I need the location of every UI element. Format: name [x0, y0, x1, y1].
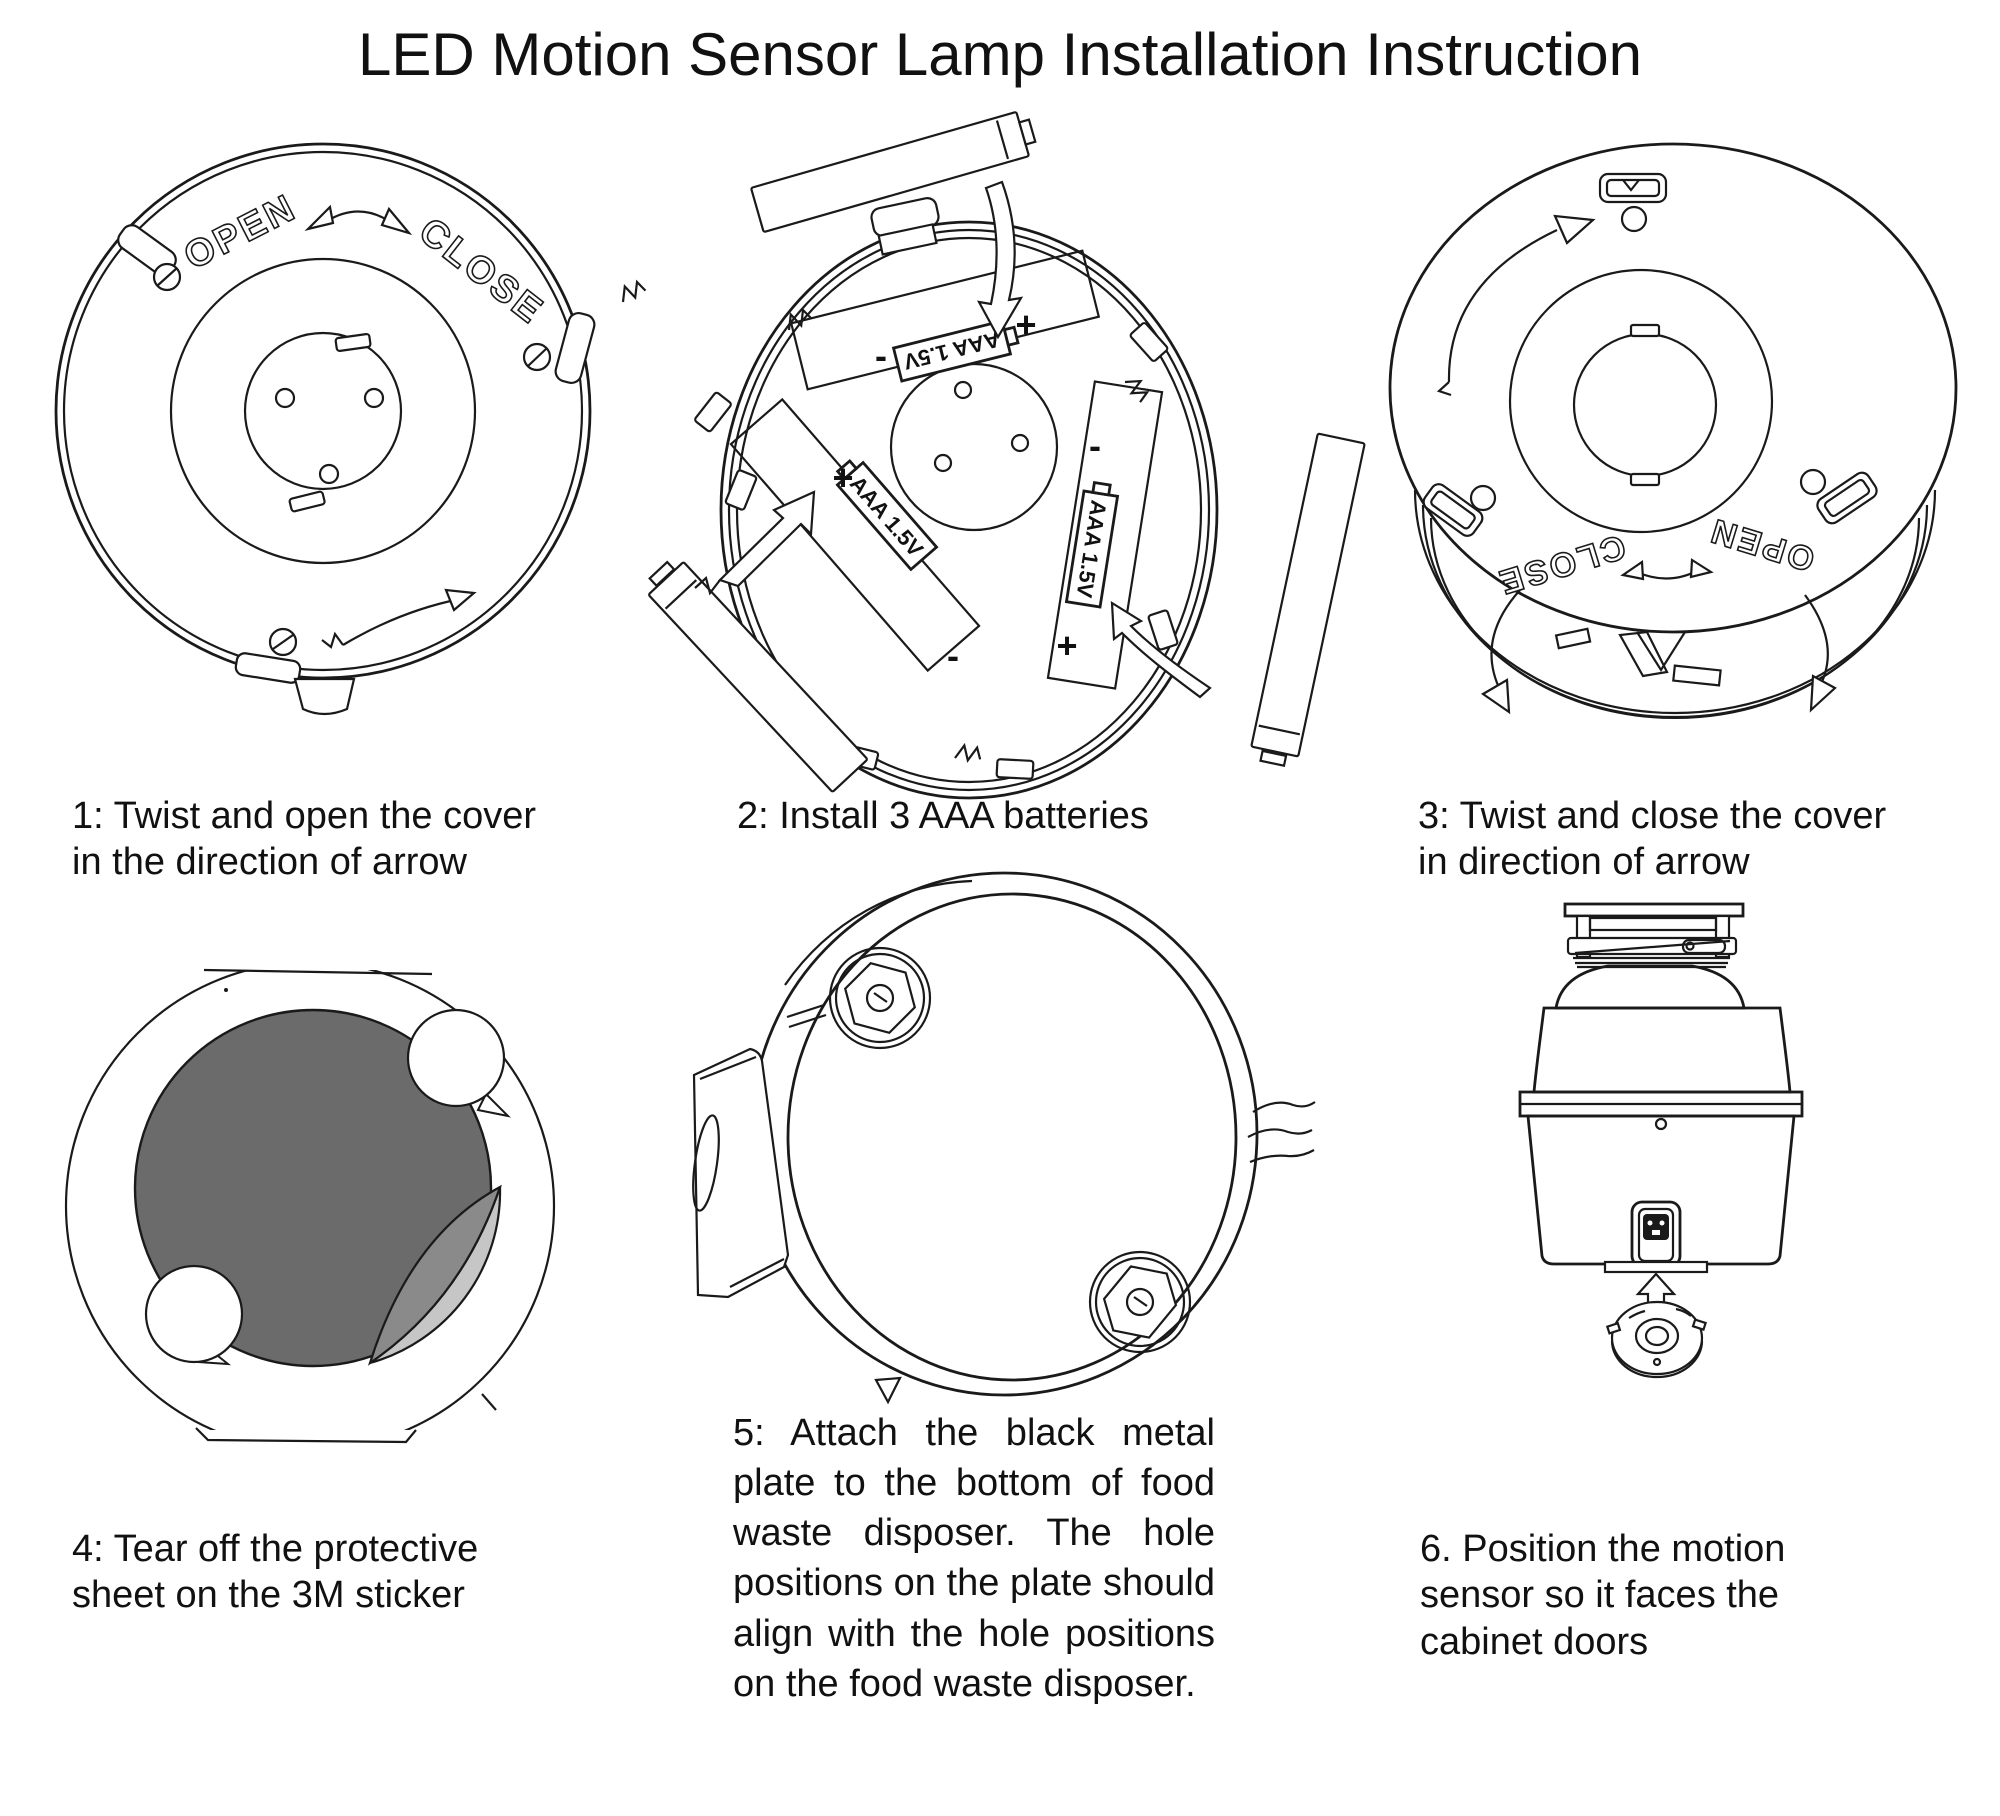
svg-text:OPEN: OPEN: [1704, 511, 1819, 579]
twist-arrow-bottom-right-icon: [1804, 594, 1837, 713]
figure-step2-install-batteries: AAA 1.5V + - AAA 1.5V + - AAA 1.5V - +: [621, 111, 1366, 800]
insert-arrow-right: [1110, 600, 1212, 699]
figure-step3-close-cover: CLOSE OPEN: [1388, 142, 1958, 720]
caption-step1: 1: Twist and open the cover in the direc…: [72, 795, 537, 884]
svg-text:+: +: [1056, 625, 1077, 666]
svg-text:+: +: [1015, 304, 1036, 345]
open-close-arrow-icon: [304, 204, 413, 236]
open-label: OPEN: [1704, 510, 1820, 580]
figure-step1-open-cover: OPEN CLOSE: [54, 142, 596, 716]
caption-step6: 6. Position the motion sensor so it face…: [1420, 1528, 1786, 1663]
caption-step2: 2: Install 3 AAA batteries: [737, 795, 1149, 837]
cover-back-view: [1388, 142, 1958, 720]
page-title: LED Motion Sensor Lamp Installation Inst…: [358, 21, 1642, 88]
figure-step4-sticker: [64, 950, 556, 1464]
loose-battery-top: [750, 111, 1037, 233]
sink-flange: [1563, 902, 1745, 969]
svg-text:-: -: [947, 635, 959, 676]
caption-step5: 5: Attach the black metal plate to the b…: [733, 1412, 1215, 1705]
insert-arrow-left: [694, 490, 816, 596]
power-socket: [1603, 1200, 1709, 1274]
open-close-arrow-icon: [1620, 558, 1714, 581]
caption-step4: 4: Tear off the protective sheet on the …: [72, 1528, 479, 1617]
twist-arrow-top-icon: [1436, 214, 1596, 397]
motion-sensor-lamp: [1605, 1300, 1708, 1379]
bottom-rim-tabs: [1554, 627, 1722, 687]
caption-step3: 3: Twist and close the cover in directio…: [1418, 795, 1887, 884]
figure-step5-metal-plate: [692, 871, 1316, 1405]
battery-slot-a: AAA 1.5V + -: [789, 249, 1101, 391]
mounting-bracket: [692, 1047, 790, 1299]
sticker-cutout-bottom: [144, 1264, 244, 1366]
lamp-back-outline: [64, 950, 556, 1464]
slot-bottom-left: [1422, 483, 1497, 537]
sticker-cutout-top: [406, 1008, 512, 1118]
rim-tab-top-left: [117, 224, 182, 292]
spring-contacts: [621, 279, 1179, 780]
rim-tab-right: [522, 311, 596, 385]
battery-compartment-ring: [719, 197, 1219, 800]
twist-arrow-icon: [321, 588, 477, 649]
svg-text:-: -: [1089, 425, 1101, 466]
svg-text:CLOSE: CLOSE: [1492, 527, 1629, 602]
center-hub: [889, 362, 1059, 532]
slot-bottom-right: [1799, 468, 1878, 525]
close-label: CLOSE: [1492, 526, 1631, 603]
power-wires-icon: [1247, 1101, 1316, 1164]
insert-arrow-top: [976, 180, 1024, 340]
svg-text:+: +: [832, 457, 853, 498]
hex-bolt-top: [828, 946, 932, 1050]
loose-battery-left: [648, 560, 868, 793]
slot-top: [1598, 172, 1668, 233]
hex-bolt-bottom: [1088, 1250, 1192, 1354]
figure-step6-position-sensor: [1518, 902, 1804, 1379]
twist-arrow-bottom-left-icon: [1480, 589, 1521, 715]
disposer-bottom-plate: [749, 871, 1259, 1405]
svg-text:-: -: [875, 335, 887, 376]
sticker-peel-corner: [367, 1184, 502, 1366]
svg-text:AAA 1.5V: AAA 1.5V: [845, 471, 929, 562]
disposer-body: [1518, 964, 1804, 1266]
loose-battery-right: [1250, 432, 1366, 768]
rim-tab-bottom: [234, 627, 356, 716]
